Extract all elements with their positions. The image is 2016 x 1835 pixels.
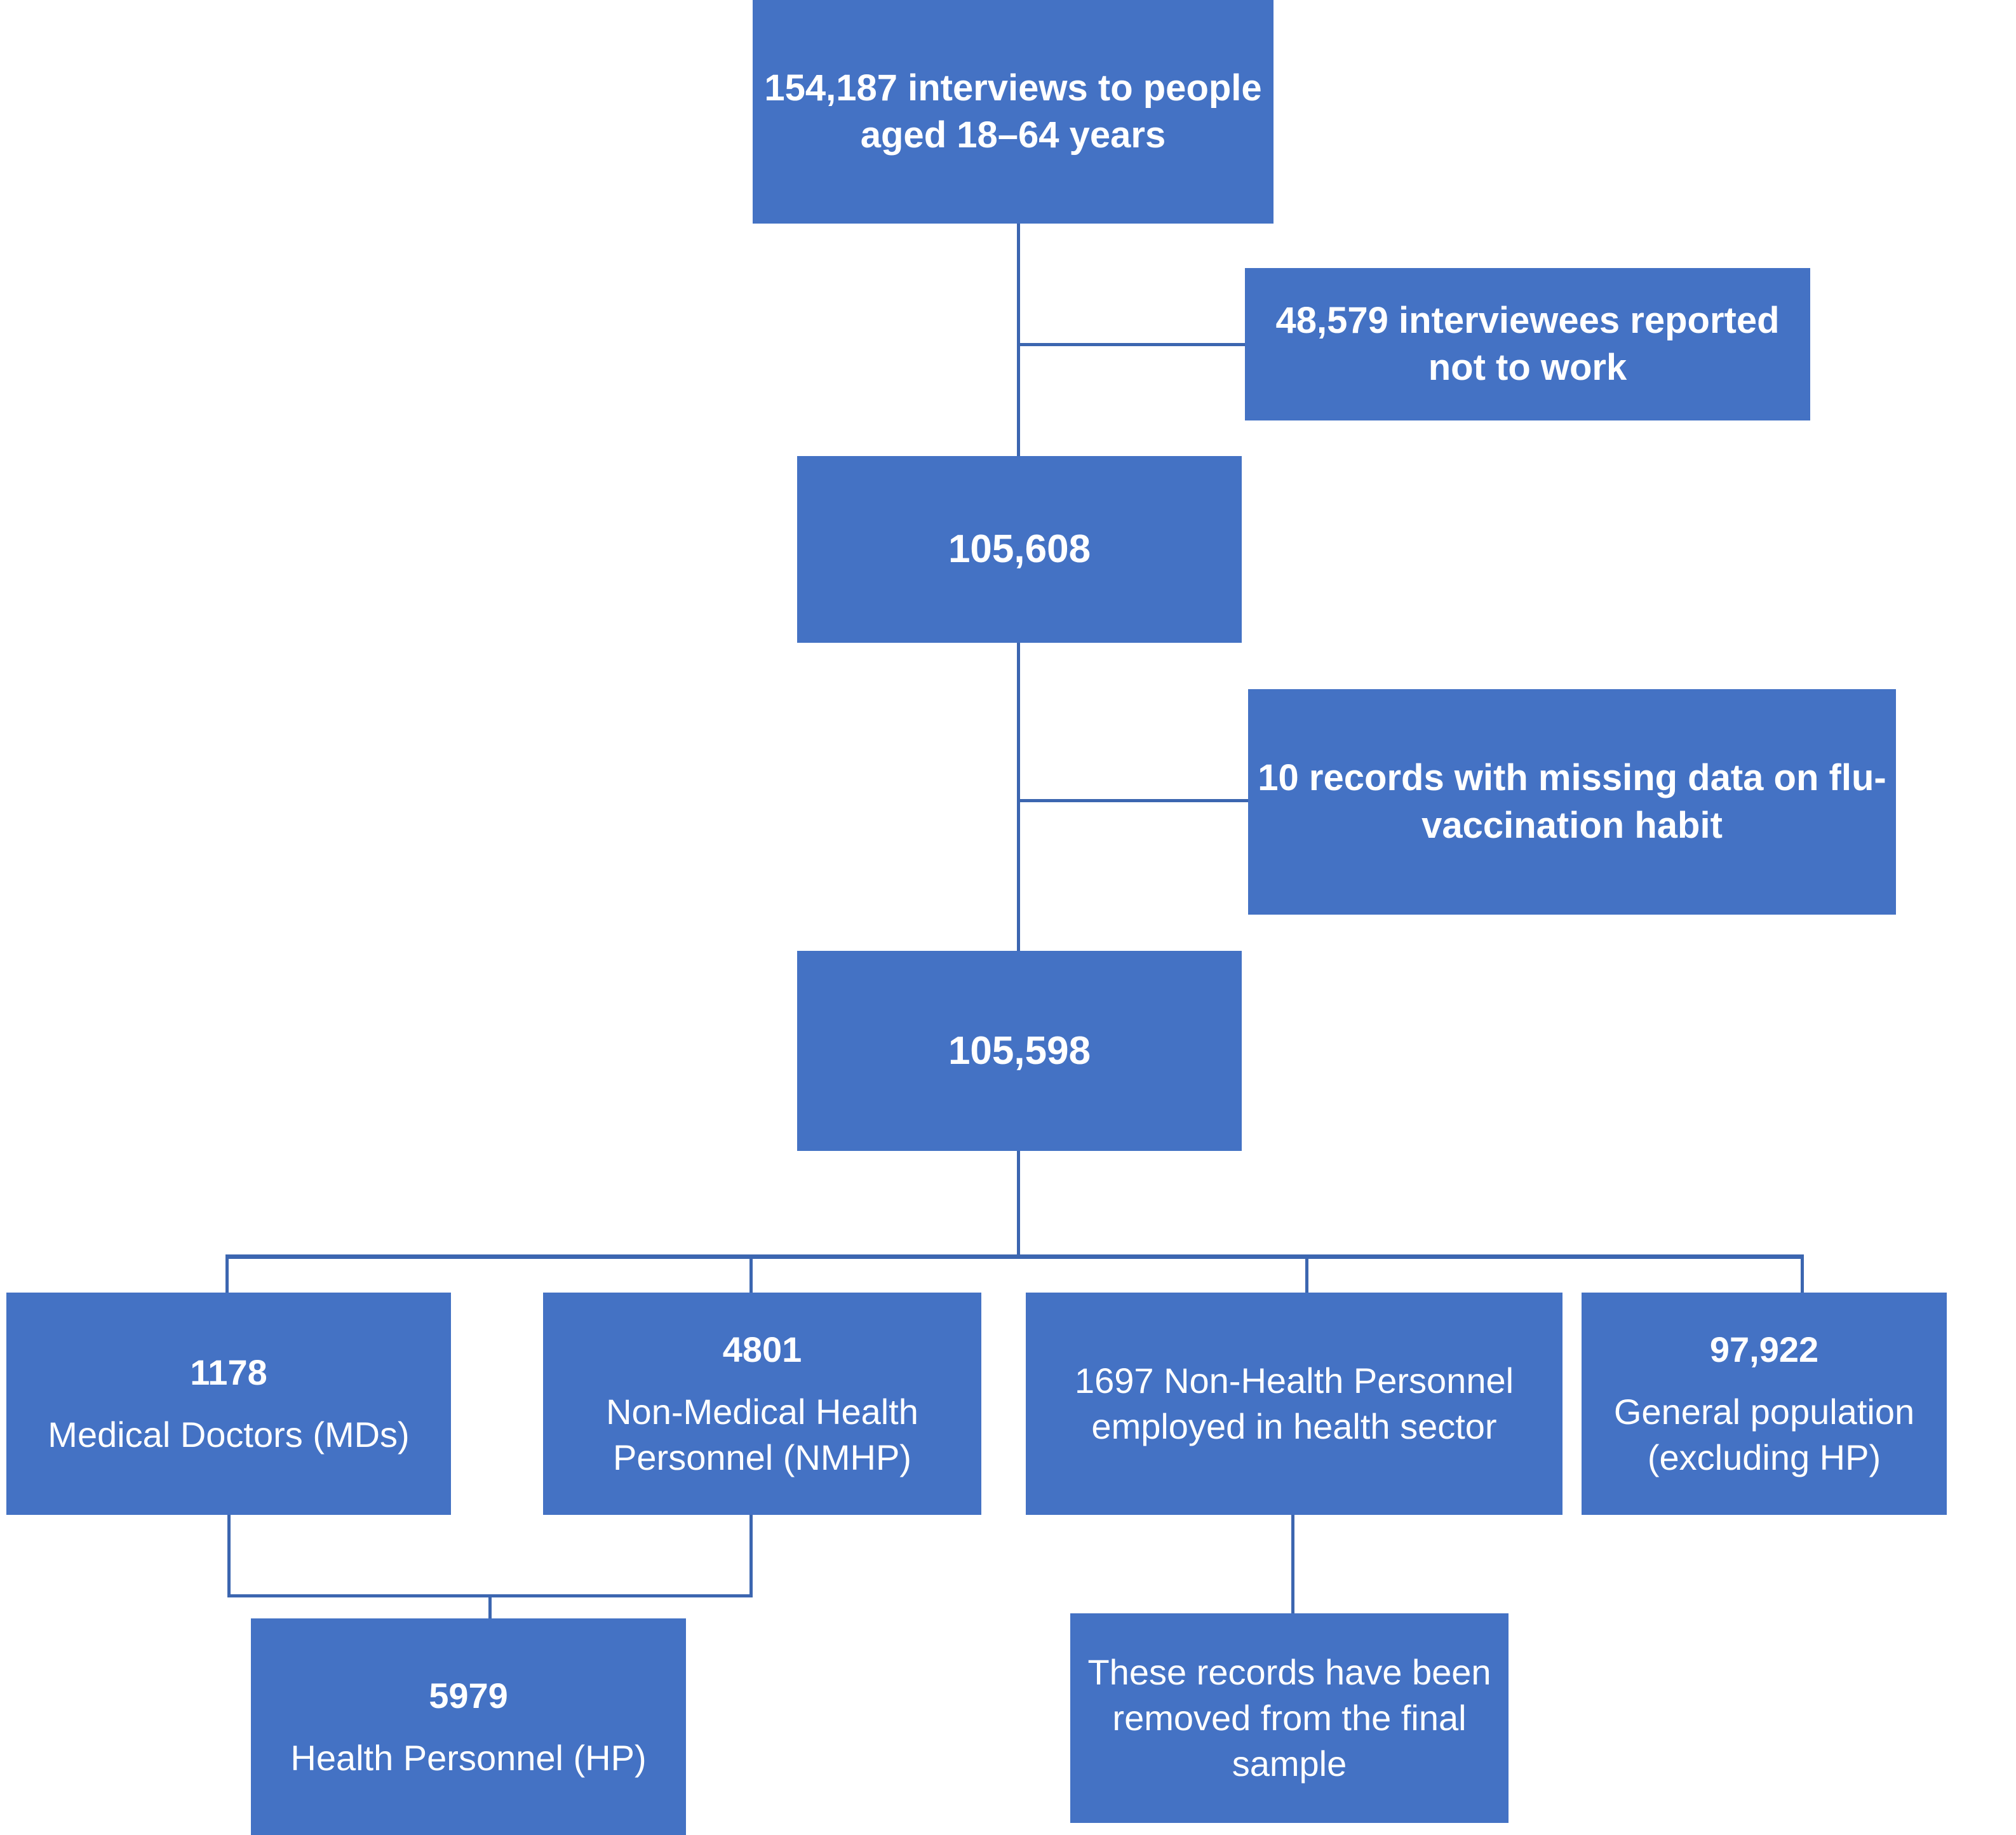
node-non-health-personnel: 1697 Non-Health Personnel employed in he… [1026, 1293, 1562, 1515]
node-working-total: 105,608 [797, 456, 1242, 643]
connector-branch-missing-data [1017, 799, 1251, 802]
node-analysis-total: 105,598 [797, 951, 1242, 1151]
node-working-total-text: 105,608 [948, 527, 1091, 572]
connector-hp-stem [488, 1594, 492, 1621]
node-health-personnel-number: 5979 [429, 1675, 508, 1716]
node-missing-data-text: 10 records with missing data on flu-vacc… [1258, 757, 1886, 846]
connector-interviews-to-working [1017, 224, 1020, 457]
connector-nmhp-down [749, 1515, 753, 1597]
connector-split-bar [225, 1254, 1804, 1259]
node-analysis-total-text: 105,598 [948, 1028, 1091, 1073]
node-non-health-personnel-label: 1697 Non-Health Personnel employed in he… [1074, 1361, 1514, 1446]
node-missing-data: 10 records with missing data on flu-vacc… [1248, 689, 1896, 915]
connector-working-to-analysis [1017, 643, 1020, 952]
node-health-personnel: 5979 Health Personnel (HP) [251, 1618, 686, 1835]
connector-drop-general-population [1801, 1254, 1804, 1294]
connector-analysis-stem [1017, 1151, 1020, 1257]
connector-drop-non-health-personnel [1305, 1254, 1308, 1294]
node-general-population-number: 97,922 [1709, 1329, 1819, 1370]
connector-drop-nmhp [749, 1254, 753, 1294]
node-not-working-text: 48,579 interviewees reported not to work [1275, 299, 1780, 388]
node-general-population-label: General population (excluding HP) [1613, 1392, 1915, 1477]
connector-removed-note [1291, 1515, 1294, 1613]
connector-mds-down [227, 1515, 231, 1597]
connector-drop-medical-doctors [225, 1254, 229, 1294]
node-interviews-total: 154,187 interviews to people aged 18–64 … [753, 0, 1273, 224]
node-medical-doctors-label: Medical Doctors (MDs) [48, 1415, 410, 1455]
node-not-working: 48,579 interviewees reported not to work [1245, 268, 1810, 420]
node-general-population: 97,922 General population (excluding HP) [1582, 1293, 1947, 1515]
node-removed-note-text: These records have been removed from the… [1087, 1652, 1491, 1784]
node-nmhp: 4801 Non-Medical Health Personnel (NMHP) [543, 1293, 981, 1515]
node-health-personnel-label: Health Personnel (HP) [290, 1737, 647, 1778]
node-medical-doctors: 1178 Medical Doctors (MDs) [6, 1293, 451, 1515]
node-interviews-total-text: 154,187 interviews to people aged 18–64 … [764, 67, 1262, 156]
node-medical-doctors-number: 1178 [190, 1352, 267, 1393]
node-nmhp-label: Non-Medical Health Personnel (NMHP) [606, 1392, 918, 1477]
node-nmhp-number: 4801 [722, 1329, 802, 1370]
connector-branch-not-working [1017, 343, 1247, 346]
node-removed-note: These records have been removed from the… [1070, 1613, 1509, 1823]
